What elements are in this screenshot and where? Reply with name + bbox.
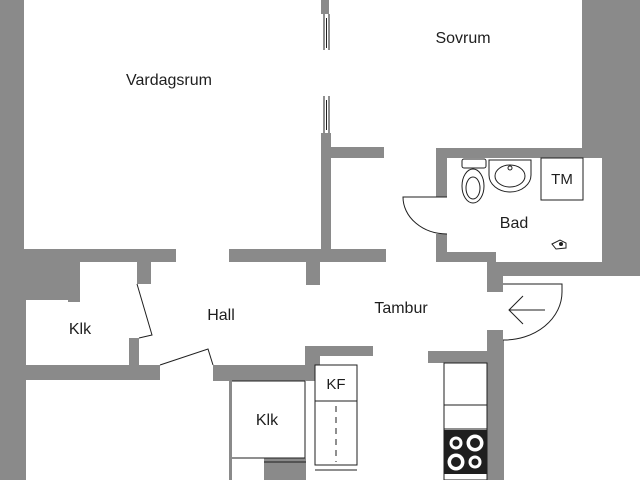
wall-right-upper [582,0,640,150]
wall-right-step [487,262,640,276]
wall-entrance-bottom [487,330,503,342]
kitchen-counter [443,362,488,480]
wall-kitchen-right [487,340,504,480]
kf-cabinet [314,364,358,471]
room-label-sovrum: Sovrum [435,30,490,47]
entrance-arrow-icon [508,295,545,325]
wall-right-bad [602,150,640,276]
wall-vardagsrum-bottom-left [24,249,176,262]
room-label-tambur: Tambur [374,300,428,317]
room-label-klk-left: Klk [69,321,92,338]
wall-hall-bottom-mid [213,365,320,381]
wall-entrance-left [487,276,503,292]
tm-box [540,157,584,201]
door-hall [159,348,214,366]
wall-left-upper [0,0,24,262]
wall-partition-stub [306,262,320,285]
room-label-klk-center: Klk [256,412,279,429]
door-bad [402,196,448,235]
wall-klk-center-left [229,381,232,480]
wall-partition-top [321,0,329,14]
wall-bad-bottom [436,252,496,262]
door-klk-left [136,283,153,339]
wall-klk-left-bottom [26,365,160,380]
wall-vardagsrum-bottom-right [229,249,386,262]
wall-center-stub [264,458,306,480]
toilet-icon [461,158,487,204]
fixture-label-tm: TM [551,171,573,188]
partition-opening [323,14,330,133]
bad-fixtures [461,157,584,250]
stove-icon [444,430,487,474]
sink-icon [488,159,532,193]
wall-bad-top [436,148,602,158]
room-labels: Vardagsrum Sovrum Bad Hall Tambur Klk Kl… [69,30,573,429]
wall-partition-spur [331,147,384,158]
wall-klk-left-right [129,338,139,368]
wall-left-lower [0,262,26,480]
wall-kitchen-top [428,351,488,363]
door-entrance [502,283,563,341]
wall-bad-left-upper [436,148,447,197]
wall-kf-cap [315,346,373,356]
wall-klk-left-top-c [137,262,151,284]
fixture-label-kf: KF [326,376,345,393]
klk-center-box [232,380,306,463]
wall-klk-left-top-a [68,262,80,302]
wall-bad-left-lower [436,234,447,262]
wall-klk-left-top-b [26,262,68,300]
room-label-vardagsrum: Vardagsrum [126,72,212,89]
room-label-bad: Bad [500,215,528,232]
room-label-hall: Hall [207,307,235,324]
doors [136,196,563,366]
faucet-icon [551,239,567,250]
wall-partition-mid [321,133,331,249]
